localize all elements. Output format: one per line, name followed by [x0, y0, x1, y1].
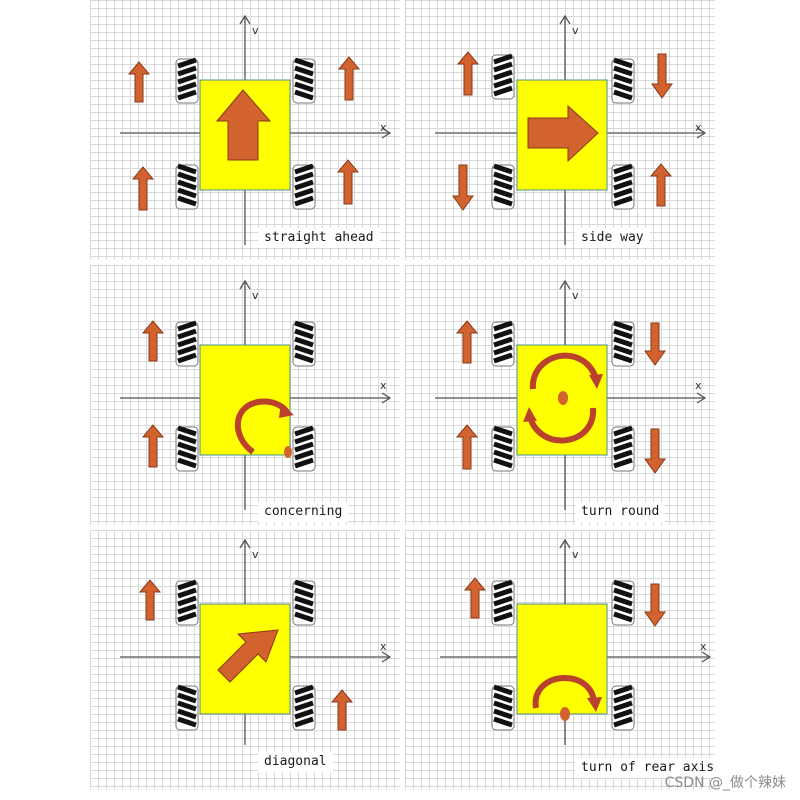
wheel-rear-left [175, 163, 199, 210]
wheel-rear-left [491, 163, 515, 210]
y-axis-arrowhead [239, 279, 251, 290]
caption-turn-of-rear-axis: turn of rear axis [575, 758, 721, 778]
wheel-front-right [292, 57, 316, 104]
panel-side-way: x v side way [405, 0, 715, 260]
wheel-front-left [175, 579, 199, 626]
wheel-rear-right [611, 163, 635, 210]
arrow-down-icon [644, 428, 666, 474]
arrow-up-icon [141, 320, 165, 362]
curve-arrow-icon [234, 398, 294, 458]
y-axis-label: v [252, 24, 259, 37]
wheel-front-left [491, 579, 515, 626]
arrow-down-icon [452, 164, 474, 211]
diagram-diagonal: x v [120, 538, 392, 745]
arrow-up-icon [336, 159, 360, 205]
y-axis-arrowhead [559, 538, 571, 549]
wheel-rear-right [611, 425, 635, 472]
rotate-circle-icon [523, 352, 603, 444]
wheel-rear-right [292, 425, 316, 472]
arrow-up-icon [330, 689, 354, 731]
wheel-front-right [611, 579, 635, 626]
wheel-rear-right [292, 684, 316, 731]
wheel-rear-left [491, 684, 515, 731]
arrow-up-icon [127, 61, 151, 103]
wheel-rear-left [175, 684, 199, 731]
diagram-turn-round: x v [435, 279, 707, 510]
arrow-down-icon [644, 322, 666, 366]
x-axis-arrowhead [381, 127, 392, 139]
arrow-up-icon [337, 56, 361, 101]
panel-turn-round: x v turn round [405, 265, 715, 525]
diagram-concerning: x v [120, 279, 392, 510]
wheel-rear-left [175, 425, 199, 472]
diagram-straight-ahead: x v [120, 14, 392, 245]
wheel-rear-right [611, 684, 635, 731]
robot-body [199, 344, 291, 456]
diagonal-arrow-icon [217, 629, 279, 683]
y-axis-label: v [252, 548, 259, 561]
y-axis-label: v [252, 289, 259, 302]
y-axis-arrowhead [239, 538, 251, 549]
x-axis-arrowhead [381, 651, 392, 663]
x-axis-arrowhead [701, 651, 712, 663]
arrow-up-icon [455, 320, 479, 364]
diagram-turn-of-rear-axis: x v [440, 538, 712, 745]
panel-diagonal: x v diagonal [90, 530, 400, 790]
caption-concerning: concerning [258, 502, 349, 522]
rear-rotate-icon [532, 674, 602, 721]
wheel-rear-left [491, 425, 515, 472]
wheel-front-right [611, 320, 635, 367]
caption-straight-ahead: straight ahead [258, 228, 380, 248]
x-axis-arrowhead [696, 392, 707, 404]
wheel-rear-right [292, 163, 316, 210]
x-axis-label: x [695, 121, 702, 134]
x-axis-label: x [380, 379, 387, 392]
caption-diagonal: diagonal [258, 752, 333, 772]
y-axis-label: v [572, 24, 579, 37]
wheel-front-right [292, 320, 316, 367]
x-axis-label: x [380, 640, 387, 653]
wheel-front-left [491, 320, 515, 367]
arrow-up-icon [456, 51, 480, 96]
caption-side-way: side way [575, 228, 650, 248]
panel-straight-ahead: x v straight ahead [90, 0, 400, 260]
y-axis-arrowhead [559, 279, 571, 290]
y-axis-arrowhead [559, 14, 571, 25]
x-axis-label: x [695, 379, 702, 392]
arrow-up-icon [131, 166, 155, 211]
panel-turn-of-rear-axis: x v turn of rear axis [405, 530, 721, 790]
y-axis-arrowhead [239, 14, 251, 25]
diagram-side-way: x v [435, 14, 707, 245]
wheel-front-right [611, 57, 635, 104]
caption-turn-round: turn round [575, 502, 666, 522]
arrow-up-icon [455, 424, 479, 470]
watermark: CSDN @_做个辣妹 [664, 775, 786, 791]
arrow-down-icon [644, 583, 666, 627]
wheel-front-right [292, 579, 316, 626]
panel-concerning: x v concerning [90, 265, 400, 525]
arrow-up-icon [138, 579, 162, 621]
wheel-front-left [491, 53, 515, 100]
arrow-down-icon [651, 53, 673, 99]
sideways-arrow-icon [527, 104, 599, 163]
arrow-up-icon [649, 163, 673, 207]
x-axis-arrowhead [381, 392, 392, 404]
wheel-front-left [175, 320, 199, 367]
straight-arrow-icon [215, 89, 272, 161]
y-axis-label: v [572, 548, 579, 561]
arrow-up-icon [141, 424, 165, 468]
y-axis-label: v [572, 289, 579, 302]
x-axis-arrowhead [696, 127, 707, 139]
wheel-front-left [175, 57, 199, 104]
x-axis-label: x [700, 640, 707, 653]
x-axis-label: x [380, 121, 387, 134]
arrow-up-icon [463, 577, 487, 619]
